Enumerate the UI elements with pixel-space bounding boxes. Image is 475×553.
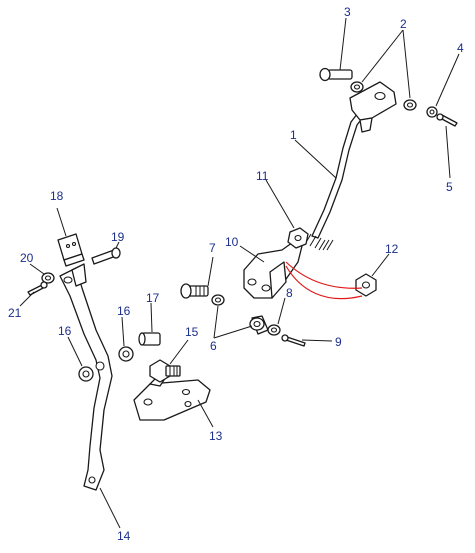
callout-9: 9 (335, 335, 342, 349)
part-4-washer[interactable] (426, 106, 438, 118)
callout-17: 17 (146, 291, 160, 305)
callout-20: 20 (20, 251, 34, 265)
callout-4: 4 (457, 41, 464, 55)
callout-10: 10 (225, 235, 239, 249)
part-16-washer-right[interactable] (118, 346, 134, 362)
callout-8: 8 (286, 286, 293, 300)
callout-13: 13 (209, 429, 223, 443)
callout-2: 2 (400, 17, 407, 31)
callout-12: 12 (385, 242, 399, 256)
part-2-clevis[interactable] (349, 81, 397, 133)
part-20-washer[interactable] (41, 272, 55, 284)
callout-3: 3 (344, 5, 351, 19)
callout-21: 21 (8, 306, 22, 320)
part-17-sleeve[interactable] (138, 332, 161, 346)
callout-5: 5 (446, 180, 453, 194)
part-15-bolt[interactable] (149, 359, 181, 383)
part-9-split-pin[interactable] (281, 334, 306, 347)
callout-15: 15 (185, 325, 199, 339)
part-12-nut[interactable] (355, 273, 377, 297)
callout-14: 14 (117, 529, 131, 543)
part-18-clip[interactable] (57, 233, 85, 267)
part-2-washer-left[interactable] (350, 81, 364, 93)
part-5-split-pin[interactable] (436, 113, 458, 127)
part-16-washer-left[interactable] (78, 366, 94, 382)
part-1-accelerator-rod[interactable] (311, 104, 371, 239)
leader-lines (19, 17, 460, 529)
callout-6: 6 (210, 339, 217, 353)
part-21-split-pin[interactable] (27, 281, 48, 296)
callout-11: 11 (256, 169, 269, 183)
callout-labels: 3 2 4 5 1 11 10 12 7 8 9 6 13 15 17 16 1… (8, 5, 464, 543)
part-13-mounting-bracket[interactable] (133, 377, 211, 421)
highlight-wire (285, 261, 363, 300)
callout-19: 19 (111, 230, 125, 244)
callout-18: 18 (50, 189, 64, 203)
part-8-washer[interactable] (267, 324, 281, 336)
callout-7: 7 (209, 241, 216, 255)
part-10-lever-bracket[interactable] (243, 239, 303, 299)
part-7-washer[interactable] (211, 294, 225, 306)
part-7-bolt[interactable] (180, 283, 209, 299)
callout-1: 1 (290, 128, 297, 142)
part-11-nut[interactable] (287, 227, 309, 249)
part-2-washer-right[interactable] (403, 99, 417, 111)
part-3-clevis-pin[interactable] (319, 67, 353, 82)
part-14-pedal-arm[interactable] (59, 263, 113, 491)
callout-16-right: 16 (117, 304, 131, 318)
part-19-bolt[interactable] (91, 247, 121, 265)
part-6-spacer[interactable] (249, 315, 269, 335)
callout-16-left: 16 (58, 324, 72, 338)
